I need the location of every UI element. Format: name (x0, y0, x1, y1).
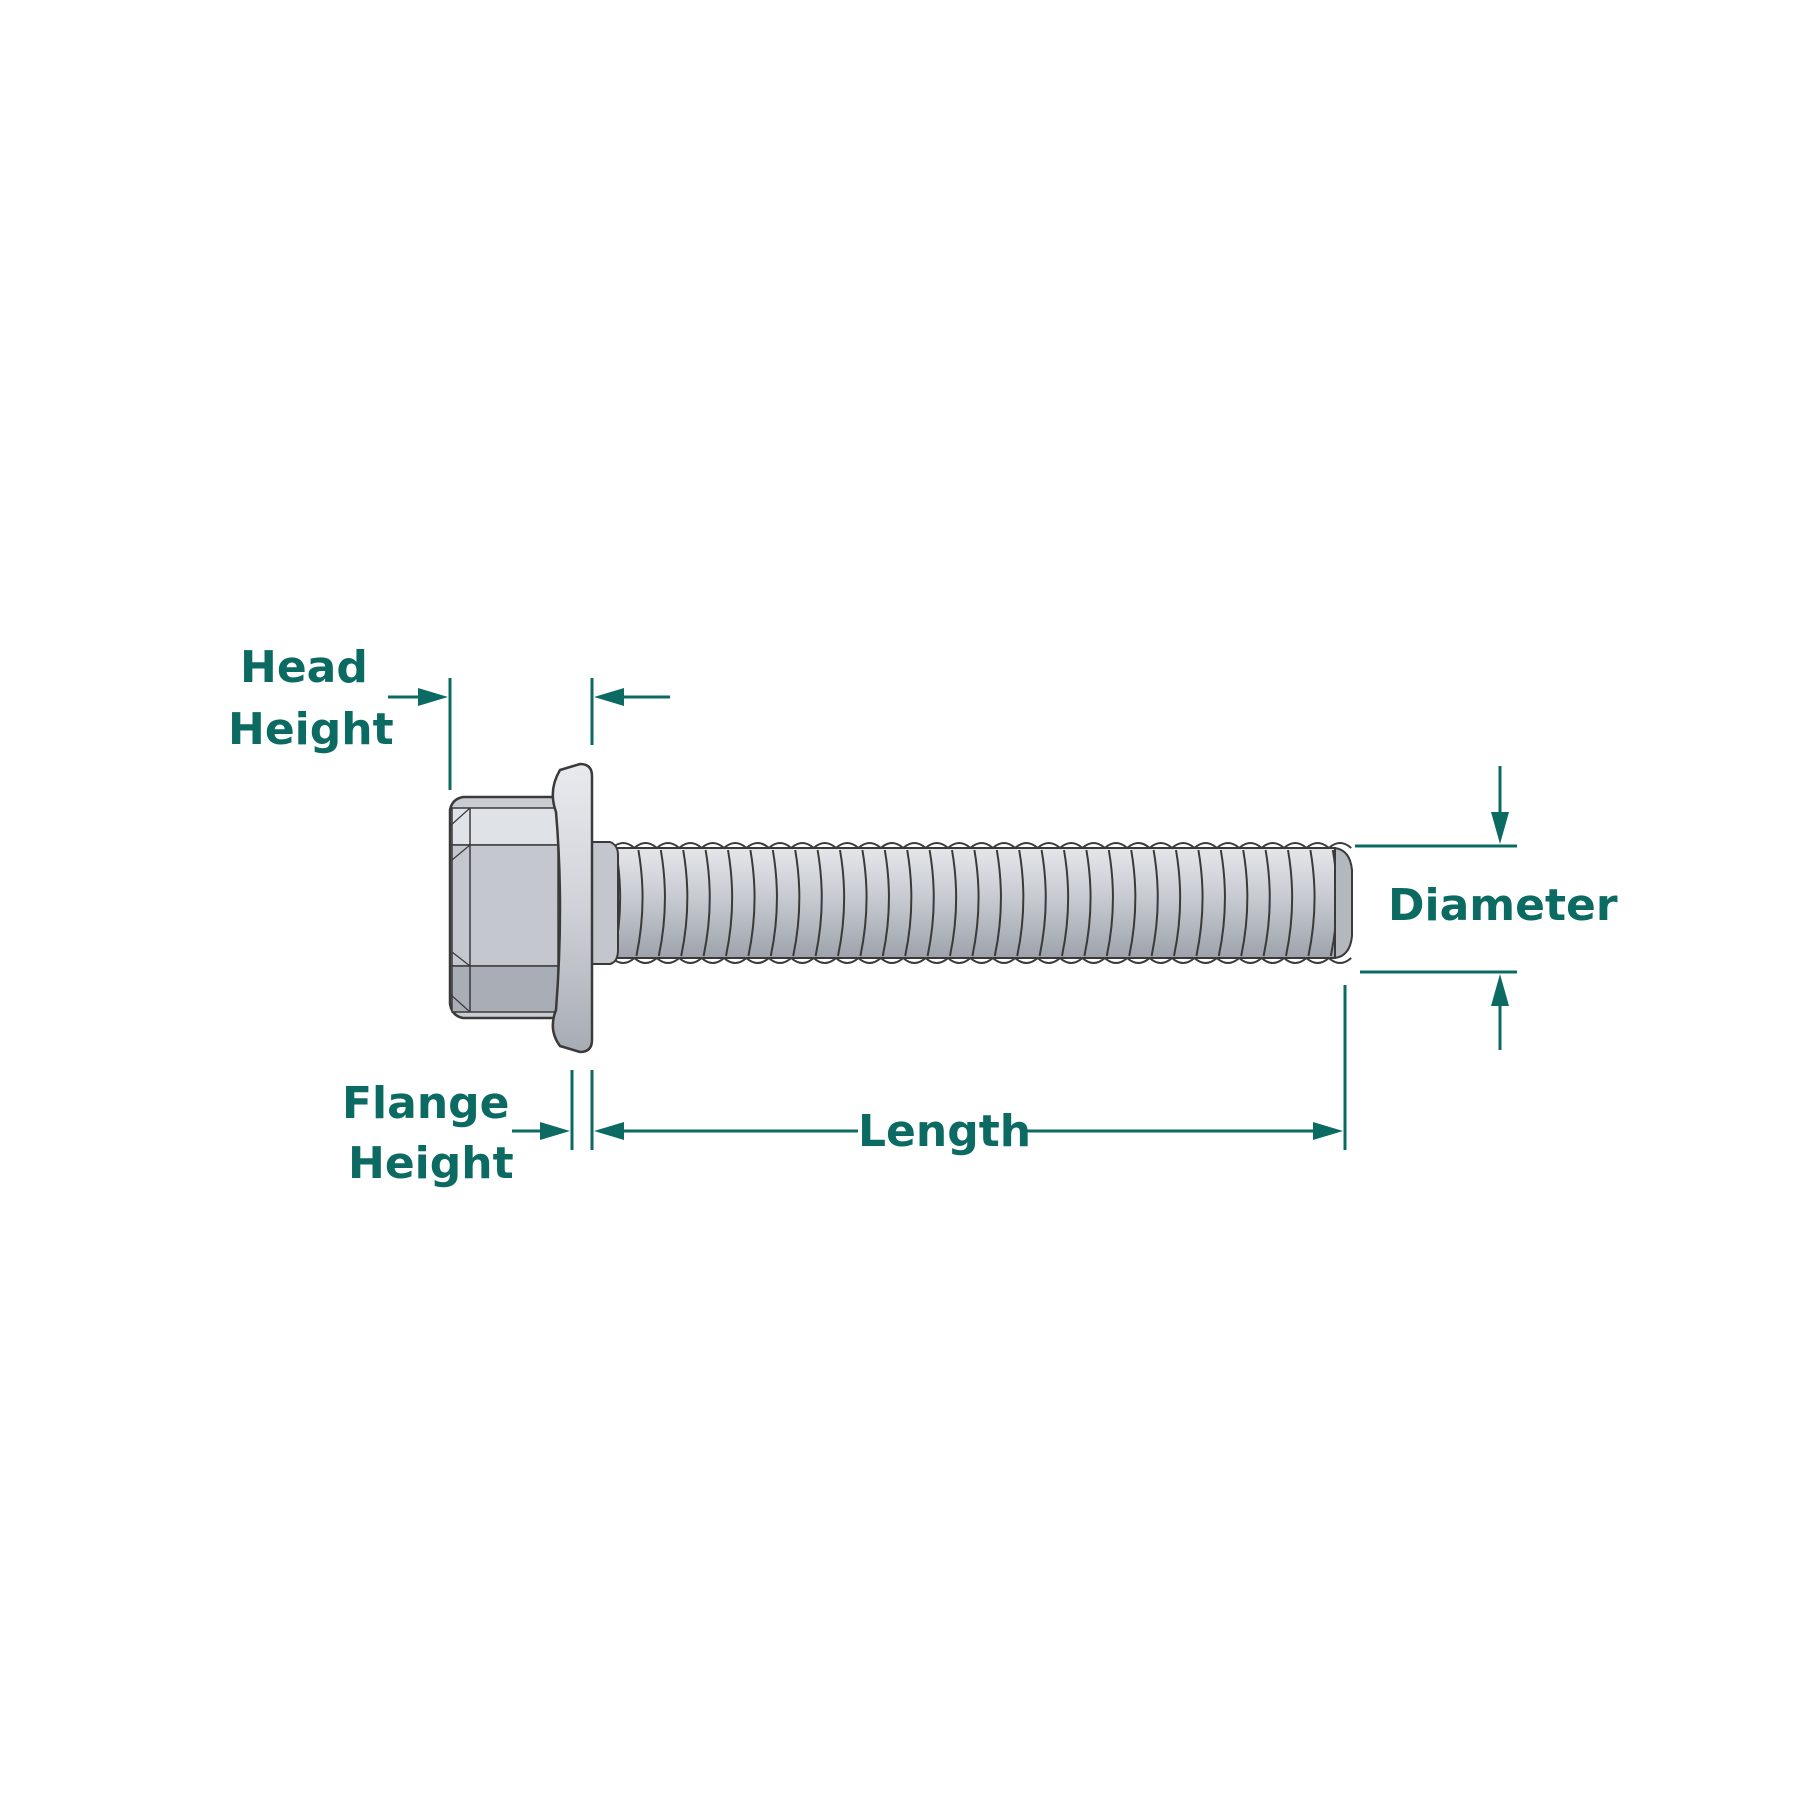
thread-crest (656, 842, 680, 964)
thread-crest (723, 842, 748, 964)
dimension-lines (388, 678, 1517, 1150)
thread-crest (1081, 842, 1106, 964)
bolt-shoulder (589, 841, 619, 965)
thread-crest (700, 842, 725, 964)
length-arrow-right (1313, 1122, 1343, 1140)
hex-bottom-face (451, 965, 559, 1013)
thread-crest (924, 842, 949, 964)
hex-edge-lines (449, 807, 471, 1013)
thread-crest (1238, 842, 1263, 964)
thread-crest (1126, 842, 1151, 964)
thread-crest (835, 842, 860, 964)
head-height-arrow-left (418, 688, 448, 706)
head-height-arrow-right (594, 688, 624, 706)
bolt-shank (589, 842, 1353, 964)
thread-crest (812, 842, 837, 964)
head-height-label-line2: Height (228, 704, 394, 755)
thread-crest (1036, 842, 1061, 964)
thread-crest (880, 842, 904, 964)
length-label: Length (858, 1106, 1032, 1157)
thread-crest (768, 842, 792, 964)
thread-crest (992, 842, 1016, 964)
thread-crest (1171, 842, 1196, 964)
flange-height-label-line1: Flange (342, 1078, 510, 1129)
length-arrow-left (594, 1122, 624, 1140)
shank-body (589, 847, 1336, 959)
thread-crest (633, 842, 658, 964)
hex-top-face (451, 807, 559, 846)
thread-crest (745, 842, 770, 964)
thread-crest (790, 842, 815, 964)
thread-crest (857, 842, 882, 964)
thread-crest (1216, 842, 1240, 964)
thread-crest (1193, 842, 1218, 964)
thread-crest (1148, 842, 1173, 964)
flange-height-label-line2: Height (348, 1138, 514, 1189)
bolt-hex-head (448, 795, 562, 1020)
flange-height-arrow (540, 1122, 570, 1140)
thread-crest (1059, 842, 1084, 964)
thread-crest (969, 842, 994, 964)
hex-middle-face (451, 844, 559, 967)
diameter-label: Diameter (1388, 880, 1618, 931)
thread-crest (1014, 842, 1039, 964)
thread-crest (1260, 842, 1285, 964)
thread-crests (611, 842, 1352, 964)
bolt-flange (551, 762, 594, 1054)
thread-end-chamfer (1334, 846, 1353, 960)
diameter-arrow-top (1491, 812, 1509, 844)
thread-crest (1283, 842, 1308, 964)
diameter-arrow-bottom (1491, 974, 1509, 1006)
thread-crest (1305, 842, 1330, 964)
thread-crest (902, 842, 927, 964)
thread-crest (678, 842, 703, 964)
head-height-label-line1: Head (240, 642, 368, 693)
thread-crest (947, 842, 972, 964)
thread-crest (1104, 842, 1128, 964)
